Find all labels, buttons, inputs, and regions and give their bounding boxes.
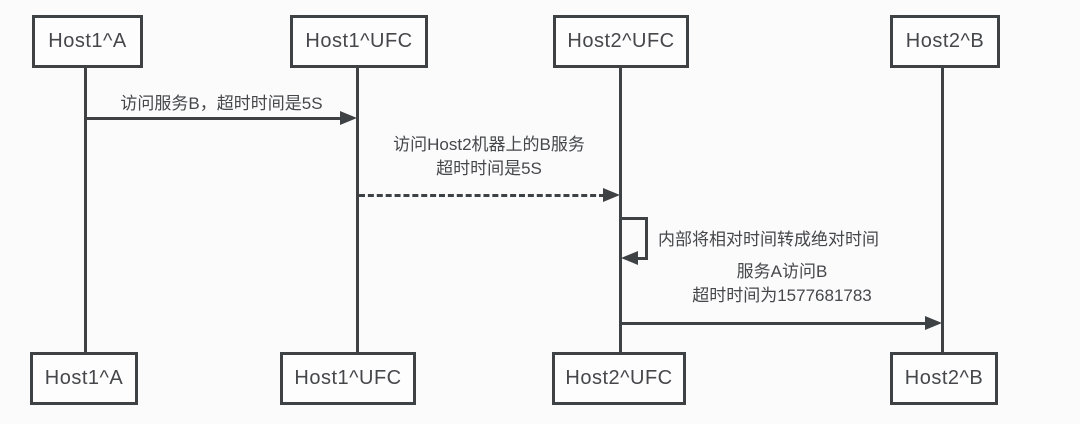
lifeline-host2-b <box>941 68 944 353</box>
message-4-label-line2: 超时时间为1577681783 <box>692 286 872 305</box>
message-1-label: 访问服务B，超时时间是5S <box>120 94 323 113</box>
arrowhead-right-icon <box>340 111 357 125</box>
self-loop-top-segment <box>620 217 648 220</box>
actor-label: Host1^UFC <box>294 367 402 389</box>
actor-box-host2-ufc-top: Host2^UFC <box>553 15 689 68</box>
message-4-label-line1: 服务A访问B <box>736 262 828 281</box>
message-4-label: 服务A访问B 超时时间为1577681783 <box>622 260 942 308</box>
arrowhead-right-icon <box>603 188 620 202</box>
actor-box-host1-ufc-bottom: Host1^UFC <box>280 352 416 405</box>
lifeline-host1-ufc <box>356 68 359 353</box>
message-4-arrow <box>622 322 927 325</box>
actor-box-host1-a-bottom: Host1^A <box>30 352 138 405</box>
actor-box-host1-a-top: Host1^A <box>32 15 143 68</box>
arrowhead-left-icon <box>621 251 638 265</box>
actor-label: Host1^UFC <box>305 30 413 52</box>
actor-label: Host2^UFC <box>565 367 673 389</box>
message-2-arrow <box>359 194 605 197</box>
actor-box-host2-b-top: Host2^B <box>890 15 1000 68</box>
message-2-label: 访问Host2机器上的B服务 超时时间是5S <box>359 133 619 181</box>
self-loop-right-segment <box>645 217 648 260</box>
lifeline-host2-ufc <box>619 68 622 353</box>
arrowhead-right-icon <box>925 316 942 330</box>
actor-label: Host1^A <box>48 30 127 52</box>
message-1-arrow <box>86 117 342 120</box>
actor-label: Host2^B <box>905 30 985 52</box>
actor-box-host2-b-bottom: Host2^B <box>890 352 998 405</box>
message-2-label-line2: 超时时间是5S <box>436 159 542 178</box>
actor-box-host1-ufc-top: Host1^UFC <box>290 15 428 68</box>
message-2-label-line1: 访问Host2机器上的B服务 <box>393 135 585 154</box>
lifeline-host1-a <box>84 68 87 353</box>
actor-label: Host2^B <box>904 367 984 389</box>
actor-label: Host2^UFC <box>567 30 675 52</box>
message-3-label: 内部将相对时间转成绝对时间 <box>658 230 879 249</box>
self-loop-bottom-segment <box>634 257 648 260</box>
actor-label: Host1^A <box>44 367 124 389</box>
actor-box-host2-ufc-bottom: Host2^UFC <box>552 352 686 405</box>
